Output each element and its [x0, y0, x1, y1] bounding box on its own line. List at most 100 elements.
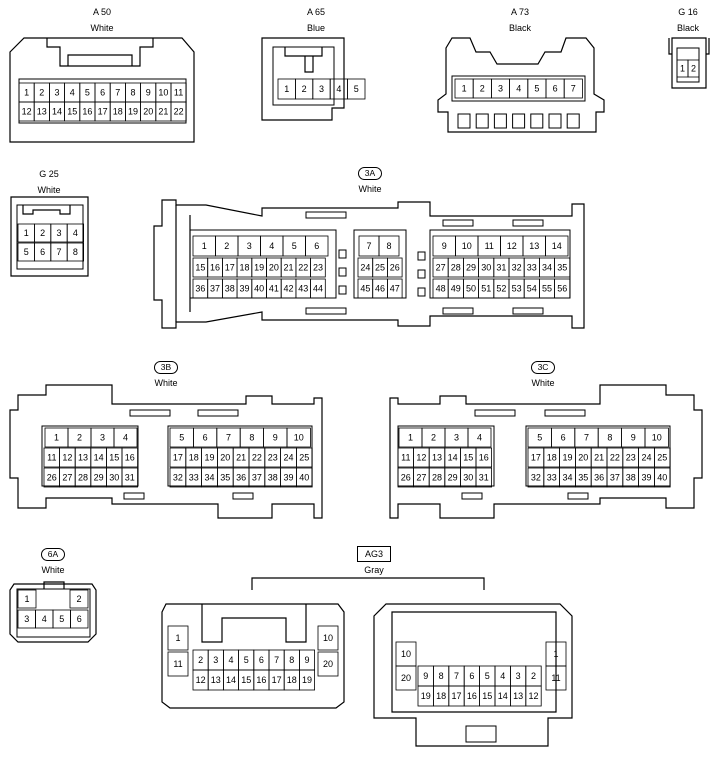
g25-pin: 4: [73, 228, 78, 238]
ag3-right-pin: 4: [500, 671, 505, 681]
pin-cell: [317, 625, 339, 651]
c3a-pin: 55: [542, 284, 552, 294]
c3b-pin: 25: [299, 453, 309, 463]
ag3-right-pin: 3: [516, 671, 521, 681]
a73-pin: 7: [571, 84, 576, 94]
c3b-code: 3B: [154, 361, 178, 374]
ag3-left-pin: 12: [196, 675, 206, 685]
pin-cell: [554, 257, 571, 278]
a50-color: White: [90, 23, 114, 33]
a65-pin: 5: [354, 84, 359, 94]
c3c-pin: 15: [463, 453, 473, 463]
pin-cell: [386, 278, 403, 299]
c3c-pin: 33: [547, 473, 557, 483]
c3c-pin: 6: [561, 433, 566, 443]
c3c-slot: [567, 492, 589, 500]
c3a-housing: [153, 199, 585, 329]
c3a-pin: 26: [390, 263, 400, 273]
c3b-pin: 13: [78, 453, 88, 463]
c3c-code: 3C: [531, 361, 555, 374]
g16-pin: 1: [680, 64, 685, 74]
g25-pin: 7: [56, 247, 61, 257]
c3a-pin: 38: [225, 284, 235, 294]
ag3-right-pin: 1: [553, 649, 558, 659]
ag3-right-pin: 10: [401, 649, 411, 659]
c3c-pin: 29: [448, 473, 458, 483]
c6a-code: 6A: [41, 548, 65, 561]
c3c-pin: 8: [607, 433, 612, 443]
g25-pin: 8: [73, 247, 78, 257]
c3c-slot: [474, 409, 516, 417]
c3a-pin: 6: [314, 241, 319, 251]
c3b-pin: 9: [273, 433, 278, 443]
c3a-pin: 1: [202, 241, 207, 251]
c3c-pin: 20: [578, 453, 588, 463]
ag3-right-pin: 14: [498, 691, 508, 701]
c3a-pin: 46: [375, 284, 385, 294]
pin-cell: [305, 235, 329, 257]
ag3-left-pin: 10: [323, 633, 333, 643]
pin-cell: [467, 427, 492, 448]
c3c-pin: 21: [594, 453, 604, 463]
a50-latch-inner: [67, 54, 133, 66]
c3b-pin: 26: [47, 473, 57, 483]
c3c-pin: 11: [401, 453, 410, 463]
a50-pin: 12: [22, 107, 32, 117]
c3a-pin: 24: [360, 263, 370, 273]
g25-color: White: [37, 185, 61, 195]
c3b-pin: 2: [77, 433, 82, 443]
c3a-pin: 19: [254, 263, 264, 273]
a65-inner-frame: [272, 46, 335, 106]
c3b-pin: 38: [268, 473, 278, 483]
c3a-pin: 34: [542, 263, 552, 273]
a65-code: A 65: [306, 7, 326, 17]
c6a-pin: 1: [24, 594, 29, 604]
pin-cell: [121, 447, 139, 468]
c3a-pin: 18: [239, 263, 249, 273]
ag3-right-pin: 13: [513, 691, 523, 701]
a50-pin: 8: [130, 88, 135, 98]
c3c-pin: 35: [578, 473, 588, 483]
c3c-pin: 25: [657, 453, 667, 463]
a65-pin: 4: [336, 84, 341, 94]
ag3-left-pin: 4: [228, 655, 233, 665]
a65-pin: 1: [284, 84, 289, 94]
a50-pin: 1: [24, 88, 29, 98]
c3b-pin: 14: [94, 453, 104, 463]
c3b-color: White: [154, 378, 178, 388]
c3a-pin: 29: [466, 263, 476, 273]
c6a-pin: 3: [24, 614, 29, 624]
c3b-pin: 30: [109, 473, 119, 483]
ag3-right-pin: 5: [485, 671, 490, 681]
a50-pin: 16: [82, 107, 92, 117]
c3b-pin: 18: [189, 453, 199, 463]
g25-pin: 1: [24, 228, 29, 238]
g25-code: G 25: [39, 169, 59, 179]
a50-pin: 18: [113, 107, 123, 117]
ag3-right-pin: 12: [528, 691, 538, 701]
ag3-left-pin: 3: [213, 655, 218, 665]
a73-pin: 2: [480, 84, 485, 94]
ag3-right-pin: 8: [439, 671, 444, 681]
ag3-right-pin: 16: [467, 691, 477, 701]
a73-terminal: [457, 113, 471, 129]
a50-pin: 15: [67, 107, 77, 117]
c6a-pin: 4: [42, 614, 47, 624]
c3c-pin: 30: [463, 473, 473, 483]
a50-housing: [9, 37, 195, 143]
ag3-right-lock: [465, 725, 497, 743]
pin-cell: [475, 447, 493, 468]
pin-cell: [310, 257, 326, 278]
ag3-left-latch: [201, 604, 307, 643]
g25-latch: [22, 205, 71, 215]
ag3-left-housing: [161, 603, 345, 709]
c3a-pin: 44: [313, 284, 323, 294]
c6a-latch: [43, 581, 65, 589]
c3a-pin: 12: [507, 241, 517, 251]
a50-latch: [46, 38, 154, 67]
c3c-pin: 40: [657, 473, 667, 483]
c3b-pin: 3: [100, 433, 105, 443]
g16-housing: [668, 37, 710, 89]
c3b-pin: 12: [62, 453, 72, 463]
a50-pin: 10: [158, 88, 168, 98]
